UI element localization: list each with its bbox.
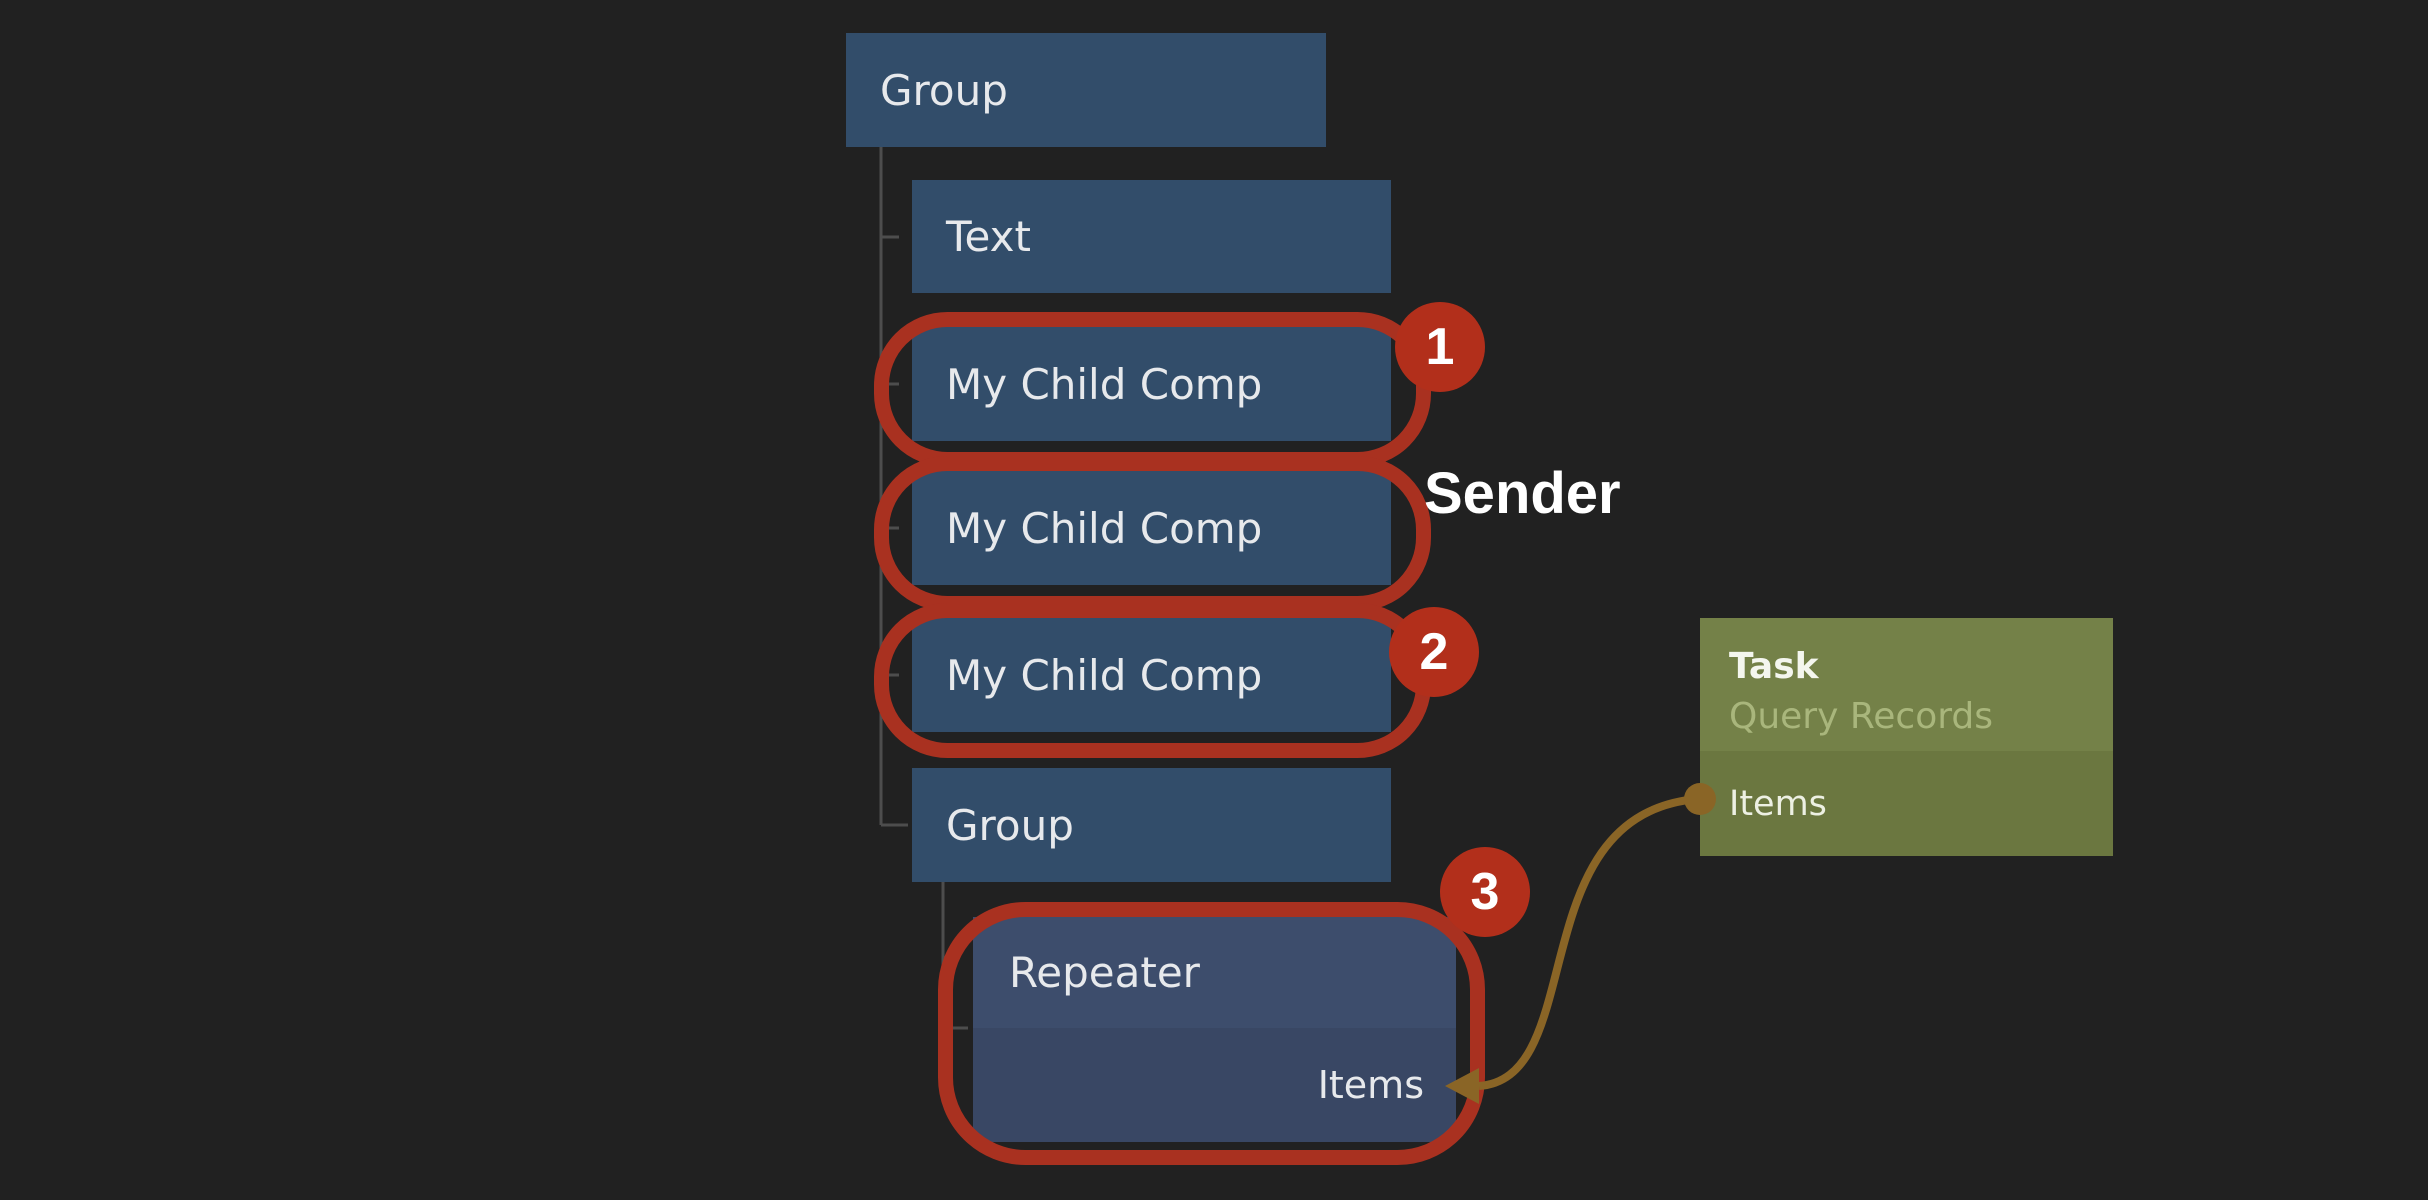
repeater-header[interactable]: Repeater — [973, 917, 1456, 1028]
repeater-items-port-label: Items — [1317, 1063, 1424, 1107]
tree-node-label: My Child Comp — [946, 650, 1263, 700]
badge-number: 2 — [1419, 623, 1449, 681]
repeater-items-port[interactable]: Items — [973, 1028, 1456, 1142]
annotation-ring-2 — [874, 456, 1431, 611]
annotation-badge-1: 1 — [1395, 302, 1485, 392]
annotation-badge-3: 3 — [1440, 847, 1530, 937]
tree-node-my-child-comp-3[interactable]: My Child Comp — [912, 618, 1391, 732]
tree-node-my-child-comp-1[interactable]: My Child Comp — [912, 327, 1391, 441]
tree-node-repeater[interactable]: Repeater Items — [973, 917, 1456, 1142]
tree-node-group-nested[interactable]: Group — [912, 768, 1391, 882]
annotation-ring-1 — [874, 312, 1431, 467]
tree-node-my-child-comp-2[interactable]: My Child Comp — [912, 471, 1391, 585]
items-binding-wire — [1478, 795, 1698, 1090]
task-items-port-dot[interactable] — [1684, 783, 1716, 815]
annotation-ring-repeater — [938, 902, 1485, 1165]
annotation-ring-3 — [874, 603, 1431, 758]
task-card[interactable]: Task Query Records Items — [1700, 618, 2113, 856]
tree-node-label: Text — [946, 212, 1031, 261]
annotation-badge-2: 2 — [1389, 607, 1479, 697]
tree-node-label: Group — [946, 800, 1074, 850]
tree-node-label: My Child Comp — [946, 503, 1263, 553]
task-card-subtitle: Query Records — [1729, 695, 1993, 737]
tree-node-text[interactable]: Text — [912, 180, 1391, 293]
task-items-port-label: Items — [1729, 783, 1827, 824]
tree-node-label: My Child Comp — [946, 359, 1263, 409]
tree-node-label: Group — [880, 65, 1008, 115]
task-card-title: Task — [1729, 646, 1819, 687]
tree-line-level1 — [879, 147, 908, 827]
sender-annotation-label: Sender — [1424, 461, 1621, 526]
task-items-port[interactable]: Items — [1700, 751, 2113, 856]
wire-arrowhead-icon — [1445, 1068, 1479, 1104]
badge-number: 3 — [1470, 863, 1500, 921]
task-card-header[interactable]: Task Query Records — [1700, 618, 2113, 751]
tree-node-label: Repeater — [1009, 948, 1200, 997]
badge-number: 1 — [1425, 318, 1455, 376]
tree-node-group-root[interactable]: Group — [846, 33, 1326, 147]
